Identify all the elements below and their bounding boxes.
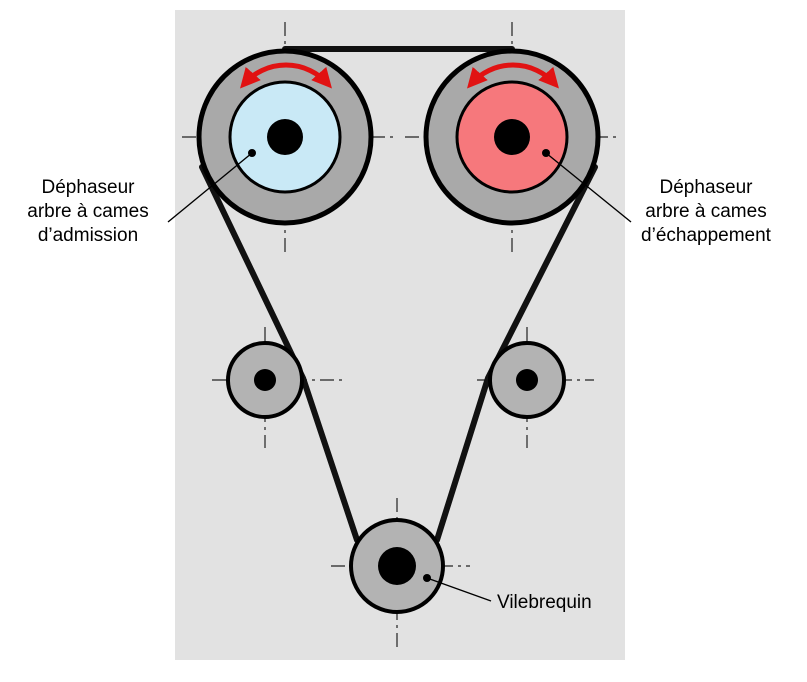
exhaust-label-leader-line [545,152,632,223]
right-idler-pulley [488,341,566,419]
intake-label-line2: arbre à cames [27,201,148,222]
exhaust-rotation-arrow-icon [467,62,559,89]
intake-label-line3: d’admission [38,225,138,246]
intake-cam-phaser-pulley [196,48,374,226]
crankshaft-label-leader-line [426,577,492,602]
exhaust-label-anchor-dot [542,149,550,157]
leader-lines [167,149,632,602]
intake-rotation-arrow-icon [240,62,332,89]
intake-label-leader-line [167,152,253,223]
rotation-arrows [240,62,559,89]
right-idler-hub [516,369,538,391]
crankshaft-pulley [349,518,445,614]
crankshaft-hub [378,547,416,585]
exhaust-pulley-hub [494,119,530,155]
left-idler-pulley [226,341,304,419]
intake-pulley-hub [267,119,303,155]
exhaust-label-line3: d’échappement [641,225,772,246]
left-idler-hub [254,369,276,391]
exhaust-label-line2: arbre à cames [645,201,766,222]
crankshaft-label-anchor-dot [423,574,431,582]
intake-label-anchor-dot [248,149,256,157]
exhaust-label-line1: Déphaseur [660,177,754,198]
crankshaft-label: Vilebrequin [497,592,592,613]
belt-right-span [434,164,598,543]
exhaust-cam-phaser-pulley [423,48,601,226]
exhaust-phaser-label: Déphaseur arbre à cames d’échappement [641,177,772,246]
intake-label-line1: Déphaseur [42,177,136,198]
intake-phaser-label: Déphaseur arbre à cames d’admission [27,177,148,246]
